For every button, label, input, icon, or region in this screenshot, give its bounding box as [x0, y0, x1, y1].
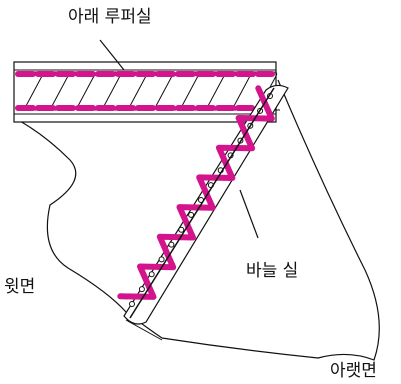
needle-hole — [159, 257, 164, 262]
label-lower-looper: 아래 루퍼실 — [68, 7, 152, 27]
label-top-side: 윗면 — [4, 277, 35, 297]
needle-hole — [169, 242, 174, 247]
label-under-side: 아랫면 — [330, 361, 377, 381]
needle-hole — [179, 227, 184, 232]
needle-hole — [149, 272, 154, 277]
needle-label-leader — [240, 190, 258, 238]
needle-hole — [130, 302, 135, 307]
diagonal-seam — [120, 85, 288, 340]
needle-hole — [139, 287, 144, 292]
label-needle-thread: 바늘 실 — [246, 261, 298, 281]
top-overlock-band — [14, 62, 280, 122]
